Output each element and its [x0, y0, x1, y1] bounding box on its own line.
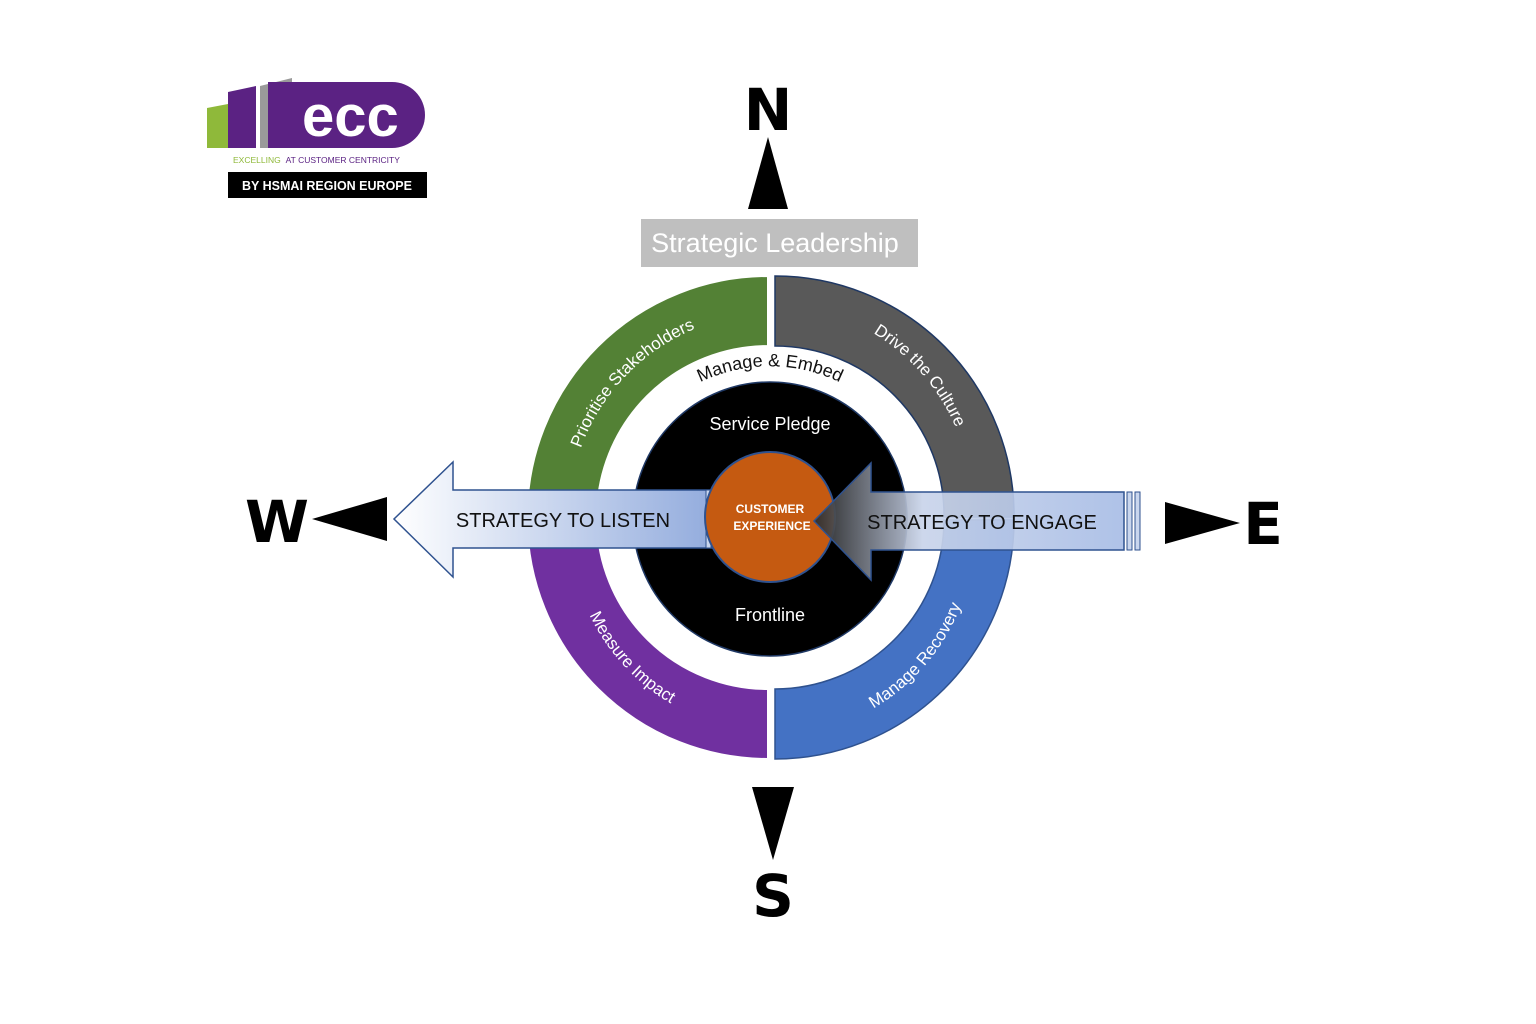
ring-segment-manage-recovery — [774, 519, 1015, 760]
strategic-leadership-label: Strategic Leadership — [651, 228, 899, 258]
logo-purple-bar — [228, 86, 256, 148]
engage-arrow-stripe-1 — [1126, 491, 1133, 551]
logo-tagline: EXCELLING AT CUSTOMER CENTRICITY — [233, 155, 400, 165]
frontline-label: Frontline — [735, 605, 805, 625]
manage-embed-label: Manage & Embed — [694, 350, 846, 386]
strategy-to-engage-arrow: STRATEGY TO ENGAGE — [812, 461, 1141, 582]
ecc-logo: ecc EXCELLING AT CUSTOMER CENTRICITY BY … — [207, 78, 427, 198]
compass-east-pointer — [1165, 502, 1240, 544]
logo-banner-bg — [228, 172, 427, 198]
compass-west-pointer — [312, 497, 387, 541]
customer-experience-line2: EXPERIENCE — [733, 519, 810, 533]
compass-south-letter: S — [752, 862, 794, 930]
engage-arrow-label: STRATEGY TO ENGAGE — [867, 512, 1097, 534]
compass-north-letter: N — [744, 76, 793, 144]
engage-arrow-stripe-2 — [1134, 491, 1141, 551]
logo-tagline-part2: AT CUSTOMER CENTRICITY — [286, 155, 401, 165]
logo-brand-text: ecc — [302, 84, 399, 149]
compass-south-pointer — [752, 787, 794, 860]
listen-arrow-label: STRATEGY TO LISTEN — [456, 510, 670, 532]
logo-banner-text: BY HSMAI REGION EUROPE — [242, 179, 412, 193]
logo-green-bar — [207, 104, 228, 148]
listen-arrow-body — [392, 460, 724, 579]
compass-north-pointer — [748, 137, 788, 209]
customer-experience-line1: CUSTOMER — [736, 502, 805, 516]
service-pledge-label: Service Pledge — [709, 414, 830, 434]
strategic-leadership-box: Strategic Leadership — [641, 219, 918, 267]
customer-experience-circle — [704, 451, 836, 583]
ring-segment-prioritise-stakeholders — [525, 274, 769, 518]
compass-west-letter: W — [245, 488, 309, 556]
compass-east-letter: E — [1243, 490, 1283, 558]
logo-tagline-part1: EXCELLING — [233, 155, 281, 165]
logo-purple-pill — [268, 82, 425, 148]
strategic-leadership-bg — [641, 219, 918, 267]
engage-arrow-body — [812, 461, 1125, 582]
outer-ring: Prioritise Stakeholders Drive the Cultur… — [525, 274, 1015, 761]
